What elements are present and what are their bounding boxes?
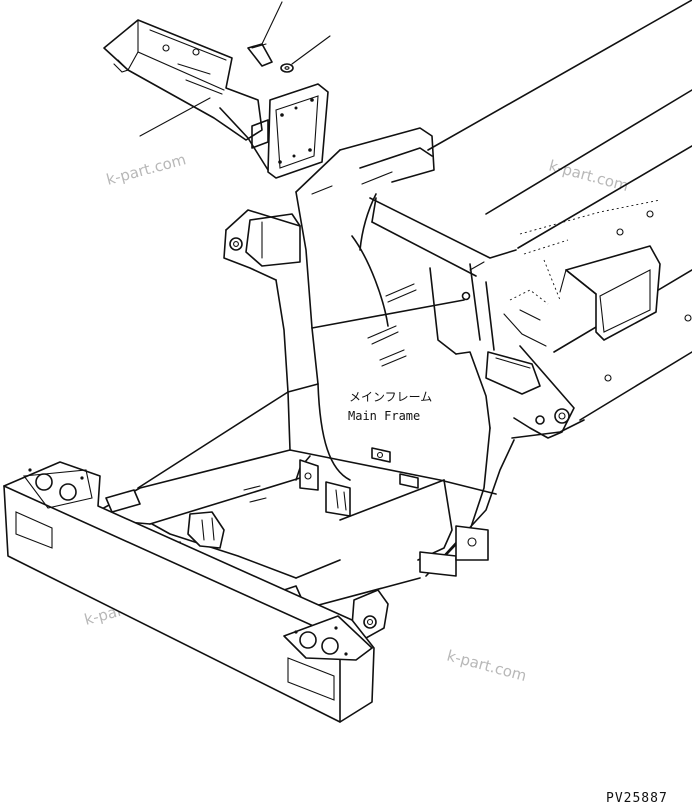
label-english: Main Frame bbox=[348, 409, 420, 423]
bolt-and-washer bbox=[247, 43, 294, 73]
watermark: k-part.com bbox=[104, 150, 188, 189]
rear-crossbeam bbox=[3, 461, 375, 723]
leader-lines bbox=[139, 1, 331, 137]
drawing-code: PV25887 bbox=[606, 791, 668, 806]
watermark: k-part.com bbox=[445, 646, 529, 685]
upper-bracket bbox=[103, 19, 329, 179]
main-frame-left-side bbox=[275, 191, 575, 481]
main-frame-callout: メインフレーム Main Frame bbox=[348, 390, 432, 423]
label-japanese: メインフレーム bbox=[349, 390, 432, 404]
main-frame-upper bbox=[223, 0, 692, 421]
